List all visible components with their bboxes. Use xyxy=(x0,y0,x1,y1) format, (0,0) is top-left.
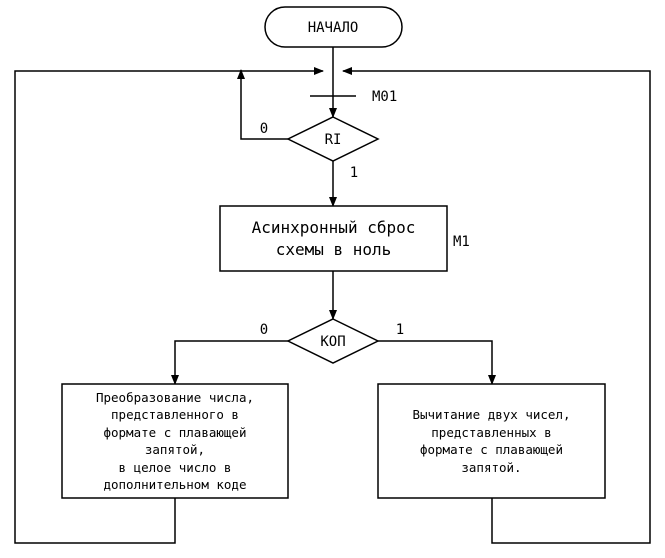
process-subtract-box xyxy=(377,383,606,499)
process-reset-tag: М1 xyxy=(453,234,470,250)
process-convert-text: Преобразование числа, представленного в … xyxy=(95,389,255,493)
decision-kop-no-label: 0 xyxy=(260,322,268,338)
decision-kop-label: КОП xyxy=(320,334,345,350)
flow-kop-no xyxy=(171,340,288,385)
loop-right-return xyxy=(342,67,651,544)
start-label: НАЧАЛО xyxy=(308,20,359,36)
marker-m01-label: М01 xyxy=(372,89,397,105)
loop-left-return xyxy=(14,67,324,544)
process-subtract-text: Вычитание двух чисел, представленных в ф… xyxy=(412,407,571,475)
decision-kop-yes-label: 1 xyxy=(396,322,404,338)
flow-ri-no xyxy=(237,69,288,140)
decision-ri-yes-label: 1 xyxy=(350,165,358,181)
decision-ri-no-label: 0 xyxy=(260,121,268,137)
flow-kop-yes xyxy=(378,340,496,385)
process-convert-box xyxy=(61,383,289,499)
process-reset-text: Асинхронный сброс схемы в ноль xyxy=(251,217,416,259)
decision-ri-label: RI xyxy=(325,132,342,148)
decision-kop-diamond xyxy=(286,318,380,364)
